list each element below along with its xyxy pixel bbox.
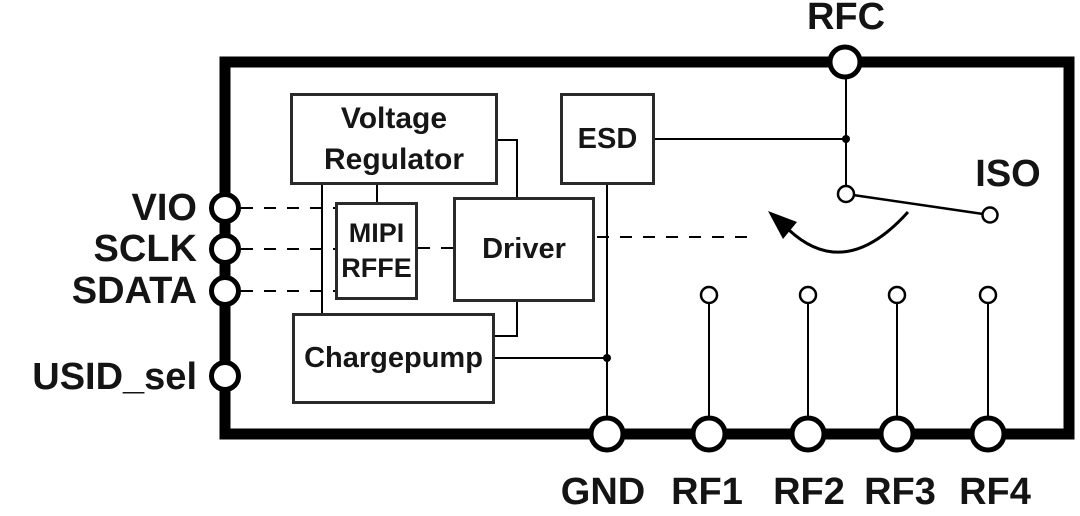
pin-label-sdata: SDATA bbox=[71, 270, 197, 312]
junction-dot-gnd bbox=[603, 354, 611, 362]
pin-circle-rf1 bbox=[690, 415, 728, 453]
pin-circle-usid-sel bbox=[209, 360, 241, 392]
switch-pivot-circle bbox=[836, 184, 856, 204]
switch-blade bbox=[845, 192, 991, 217]
pin-label-rf4: RF4 bbox=[959, 471, 1031, 513]
block-mipi-rffe-label-line2: RFFE bbox=[341, 253, 412, 283]
switch-rotation-arrow bbox=[768, 210, 910, 254]
pin-label-vio: VIO bbox=[131, 187, 197, 229]
switch-throw-rf2-circle bbox=[798, 285, 818, 305]
switch-throw-rf4-circle bbox=[978, 285, 998, 305]
pin-label-rfc: RFC bbox=[806, 0, 886, 38]
pin-label-rf1: RF1 bbox=[671, 471, 743, 513]
pin-label-sclk: SCLK bbox=[93, 228, 197, 270]
arrow-curve bbox=[787, 210, 910, 254]
switch-throw-rf3-circle bbox=[887, 285, 907, 305]
pin-circle-rf3 bbox=[878, 415, 916, 453]
block-chargepump: Chargepump bbox=[292, 313, 495, 404]
pin-circle-sdata bbox=[209, 275, 241, 307]
block-voltage-regulator: Voltage Regulator bbox=[290, 93, 498, 185]
switch-iso-label: ISO bbox=[975, 153, 1041, 195]
block-voltage-regulator-label-line1: Voltage bbox=[340, 102, 448, 135]
wire-driver-chargepump bbox=[495, 302, 518, 337]
dashed-buses bbox=[241, 207, 747, 292]
pin-circle-rf4 bbox=[969, 415, 1007, 453]
block-mipi-rffe-label-line1: MIPI bbox=[348, 218, 405, 248]
block-driver-label: Driver bbox=[482, 233, 566, 265]
arrowhead-icon bbox=[768, 211, 797, 239]
junction-dot-rfc bbox=[842, 135, 850, 143]
package-pins bbox=[209, 44, 1007, 453]
pin-circle-sclk bbox=[209, 233, 241, 265]
block-mipi-rffe: MIPI RFFE bbox=[335, 202, 418, 300]
pin-circle-gnd bbox=[588, 415, 626, 453]
block-esd-label: ESD bbox=[577, 122, 638, 155]
pin-circle-rf2 bbox=[789, 415, 827, 453]
wires bbox=[321, 77, 989, 420]
switch-throw-rf1-circle bbox=[699, 285, 719, 305]
wire-vreg-driver bbox=[498, 139, 518, 197]
pin-label-usid-sel: USID_sel bbox=[32, 356, 197, 398]
pin-label-rf3: RF3 bbox=[864, 471, 936, 513]
block-voltage-regulator-label-line2: Regulator bbox=[323, 143, 464, 176]
switch-iso-circle bbox=[981, 206, 999, 224]
block-chargepump-label: Chargepump bbox=[304, 342, 483, 374]
pin-label-gnd: GND bbox=[560, 471, 646, 513]
block-esd: ESD bbox=[560, 93, 655, 185]
pin-circle-rfc bbox=[827, 44, 863, 80]
switch-contacts bbox=[699, 184, 999, 305]
pin-label-rf2: RF2 bbox=[773, 471, 845, 513]
pin-circle-vio bbox=[209, 192, 241, 224]
block-driver: Driver bbox=[453, 197, 595, 302]
